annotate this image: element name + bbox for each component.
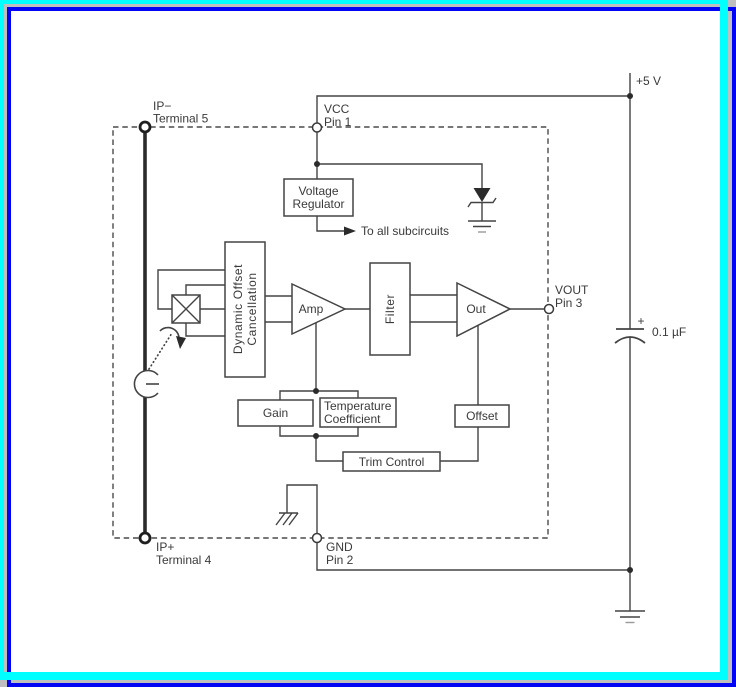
hall-element-x-icon	[171, 294, 201, 324]
chassis-ground-icon	[275, 512, 299, 526]
trim-control-box	[342, 451, 441, 472]
capacitor-value: 0.1 µF	[652, 325, 686, 339]
gnd-pin-circle	[311, 532, 323, 544]
ip-plus-terminal-circle	[138, 531, 152, 545]
wire-vcc-top-rail	[316, 95, 630, 123]
conductor-loop-icon	[133, 369, 159, 399]
wire-hall-left	[157, 269, 225, 310]
wire-hall-bottom	[185, 323, 225, 337]
capacitor-polarity: +	[637, 314, 644, 328]
gnd-pin-label: Pin 2	[326, 553, 354, 567]
offset-box	[454, 404, 510, 428]
vcc-label: VCC	[324, 102, 350, 116]
gain-box	[237, 399, 314, 427]
junction-vcc	[314, 161, 320, 167]
ip-plus-terminal-label: Terminal 4	[156, 553, 212, 567]
wire-zener-branch	[317, 163, 483, 188]
filter-box	[369, 262, 411, 356]
block-diagram: Voltage Regulator Dynamic Offset Cancell…	[112, 73, 686, 624]
flux-arc	[159, 326, 180, 339]
filter-label: Filter	[383, 294, 397, 324]
earth-ground-icon	[615, 610, 645, 618]
ip-minus-terminal-label: Terminal 5	[153, 112, 209, 126]
diagram-page: Voltage Regulator Dynamic Offset Cancell…	[11, 11, 720, 672]
out-block	[456, 281, 512, 338]
vout-pin-label: Pin 3	[555, 296, 583, 310]
arrow-right-icon	[344, 226, 356, 236]
wire-gnd-to-rail	[316, 542, 630, 571]
out-label: Out	[466, 302, 486, 316]
ip-minus-terminal-circle	[138, 120, 152, 134]
gain-label: Gain	[263, 406, 288, 420]
flux-arrowhead-icon	[176, 336, 186, 349]
wire-to-trim-control	[315, 436, 343, 462]
regulator-output-note: To all subcircuits	[361, 224, 449, 238]
junction-gnd	[627, 567, 633, 573]
gnd-label: GND	[326, 540, 353, 554]
zener-ground-icon	[468, 220, 496, 228]
offset-label: Offset	[466, 409, 498, 423]
wire-filter-to-out	[410, 294, 457, 323]
dynamic-offset-label-1: Dynamic Offset	[231, 264, 245, 354]
voltage-regulator-label-2: Regulator	[292, 197, 344, 211]
ip-minus-label: IP−	[153, 99, 171, 113]
voltage-regulator-box	[283, 178, 354, 217]
junction-trim-top	[313, 388, 319, 394]
zener-diode-icon	[473, 188, 491, 202]
amp-label: Amp	[299, 302, 324, 316]
wire-hall-top	[185, 284, 225, 295]
junction-5v	[627, 93, 633, 99]
temperature-coefficient-label-2: Coefficient	[324, 412, 381, 426]
vcc-pin-circle	[311, 122, 323, 133]
temperature-coefficient-label-1: Temperature	[324, 399, 392, 413]
vout-label: VOUT	[555, 283, 589, 297]
outer-blue-frame	[7, 7, 736, 687]
capacitor-bottom-plate	[614, 336, 646, 344]
trim-control-label: Trim Control	[359, 455, 425, 469]
flux-dotted-line	[148, 332, 173, 370]
amp-block	[291, 282, 347, 336]
wire-trim-to-offset	[440, 427, 479, 462]
ip-plus-label: IP+	[156, 540, 174, 554]
wire-regulator-output	[316, 216, 344, 232]
dynamic-offset-cancellation-box	[224, 241, 266, 378]
dynamic-offset-label-2: Cancellation	[245, 272, 259, 345]
supply-label: +5 V	[636, 74, 661, 88]
vcc-pin-label: Pin 1	[324, 115, 352, 129]
junction-trim-bottom	[313, 433, 319, 439]
ic-boundary-dashed	[112, 126, 549, 539]
temperature-coefficient-box	[319, 397, 397, 428]
wire-gnd-internal	[286, 484, 318, 533]
vout-pin-circle	[543, 303, 555, 315]
cyan-frame	[0, 0, 728, 680]
wire-doc-to-amp	[265, 295, 292, 323]
voltage-regulator-label-1: Voltage	[298, 184, 338, 198]
